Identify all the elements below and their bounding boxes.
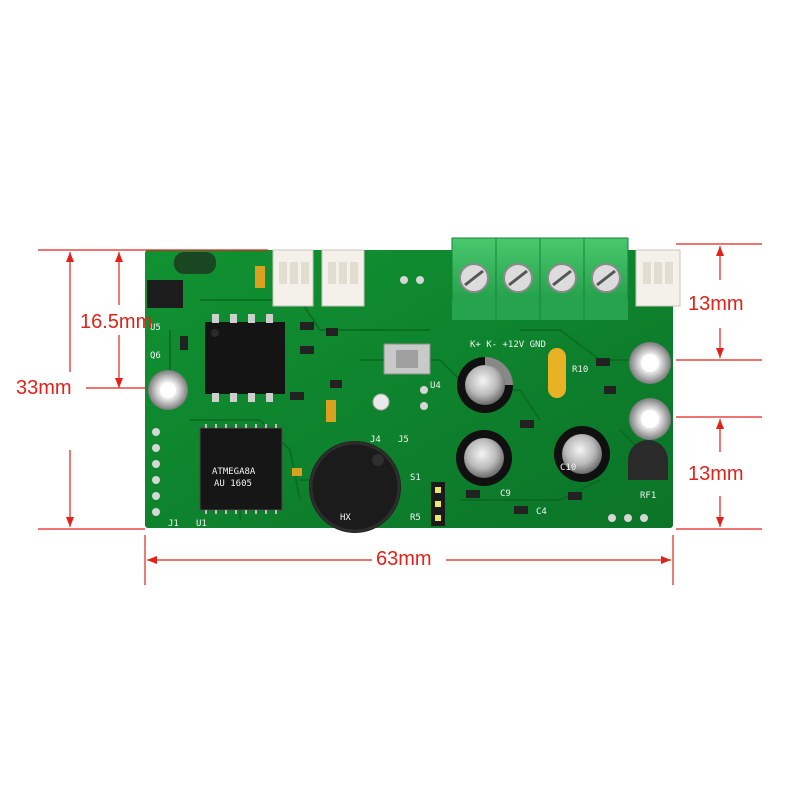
silk-u1: U1 bbox=[196, 519, 207, 529]
jst-connector-2 bbox=[321, 249, 365, 307]
varistor bbox=[548, 348, 566, 398]
smd-capacitors bbox=[255, 266, 336, 476]
terminal-silkscreen: K+ K- +12V GND bbox=[470, 340, 546, 350]
smd-components bbox=[180, 322, 616, 514]
silk-c4: C4 bbox=[536, 507, 547, 517]
silk-j1: J1 bbox=[168, 519, 179, 529]
jst-connector-1 bbox=[272, 249, 314, 307]
capacitor-icon bbox=[456, 430, 512, 486]
header-pins-left bbox=[152, 428, 160, 516]
transistor bbox=[628, 440, 668, 480]
silk-r5: R5 bbox=[410, 513, 421, 523]
capacitor-icon bbox=[554, 426, 610, 482]
silk-u5: U5 bbox=[150, 323, 161, 333]
pin-header-pins bbox=[435, 487, 441, 521]
dimension-height-upper: 16.5mm bbox=[80, 311, 153, 333]
dimension-right-bottom: 13mm bbox=[688, 463, 744, 485]
microcontroller-chip: ATMEGA8A AU 1605 bbox=[199, 424, 283, 514]
silk-c10: C10 bbox=[560, 463, 576, 473]
mounting-hole-icon bbox=[148, 370, 188, 410]
dimension-height-total: 33mm bbox=[16, 377, 72, 399]
chip-icon bbox=[205, 314, 285, 402]
dimension-width-total: 63mm bbox=[376, 548, 432, 570]
screw-terminal-icon bbox=[451, 237, 629, 320]
chip-label: ATMEGA8A bbox=[212, 467, 256, 477]
buzzer-icon: HX bbox=[309, 441, 401, 533]
silk-s1: S1 bbox=[410, 473, 421, 483]
chip-code: AU 1605 bbox=[214, 479, 252, 489]
buzzer-label: HX bbox=[340, 513, 351, 523]
silk-j4: J4 bbox=[370, 435, 381, 445]
silk-u4: U4 bbox=[430, 381, 441, 391]
dimension-right-top: 13mm bbox=[688, 293, 744, 315]
pin-pads bbox=[400, 276, 648, 522]
mounting-hole-icon bbox=[629, 398, 671, 440]
silk-rf1: RF1 bbox=[640, 491, 656, 501]
silk-j5: J5 bbox=[398, 435, 409, 445]
silk-c9: C9 bbox=[500, 489, 511, 499]
dimension-lines bbox=[38, 243, 762, 585]
chip-icon bbox=[147, 280, 183, 308]
silk-r10: R10 bbox=[572, 365, 588, 375]
silk-q6: Q6 bbox=[150, 351, 161, 361]
mounting-hole-icon bbox=[629, 342, 671, 384]
jst-connector-3 bbox=[635, 249, 681, 307]
led bbox=[372, 393, 390, 411]
capacitor-icon bbox=[457, 357, 513, 413]
